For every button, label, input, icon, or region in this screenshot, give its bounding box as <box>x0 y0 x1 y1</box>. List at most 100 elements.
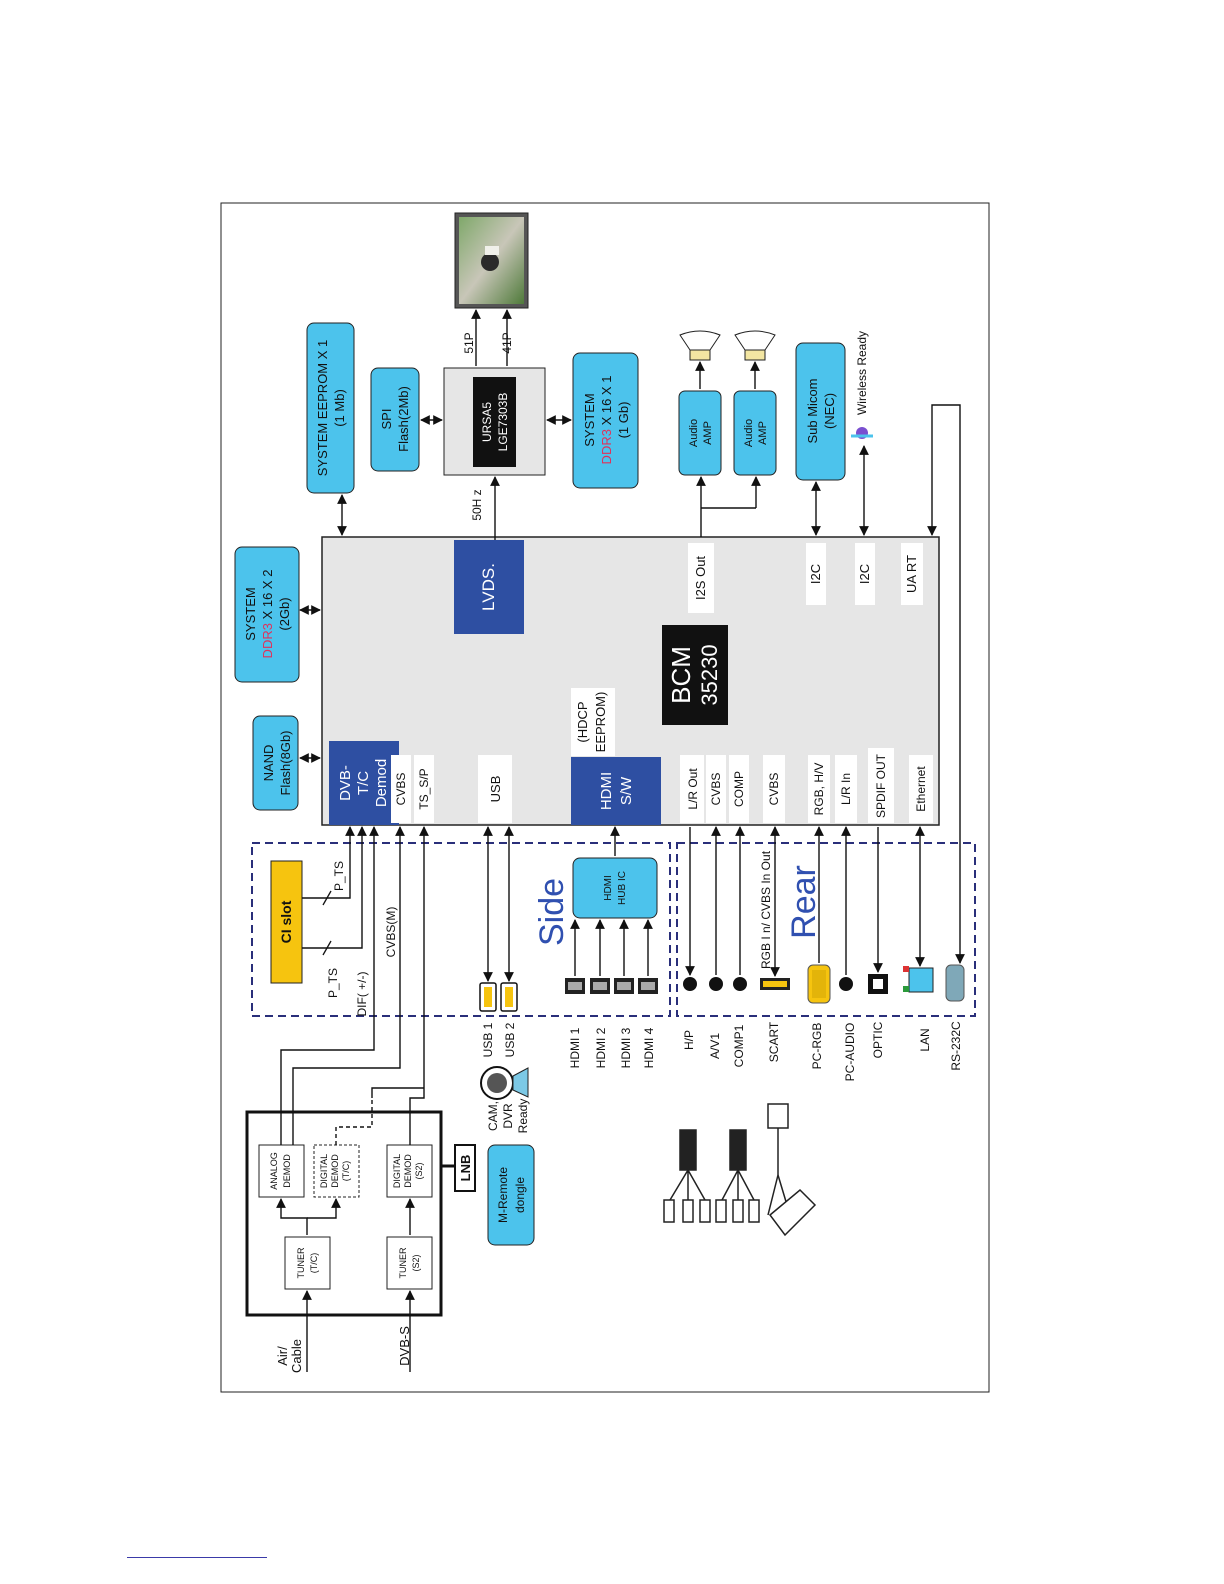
digital-demod-tc-line3: (T/C) <box>341 1161 351 1182</box>
hdmi-hub-line2: HUB IC <box>617 871 628 905</box>
dvb-demod-block <box>329 741 399 825</box>
spi-flash-line1: SPI <box>379 409 394 430</box>
hdmi-sw-line2: S/W <box>618 776 635 805</box>
ddr3-right-ddr: DDR3 <box>599 429 614 464</box>
tv-picture-figure-body <box>485 246 499 255</box>
m-remote-line2: dongle <box>513 1177 527 1213</box>
i2c-2-label: I2C <box>857 564 872 584</box>
air-cable-line1: Air/ <box>275 1346 290 1366</box>
pc-rgb-port-icon <box>807 964 831 1004</box>
hdmi-1-label: HDMI 1 <box>568 1027 582 1068</box>
hdmi-2-port-icon <box>590 978 610 994</box>
port-rgb-hv-label: RGB, H/V <box>812 763 826 816</box>
port-cvbs-demod-box <box>391 755 411 823</box>
audio-amp-1-line2: AMP <box>702 421 714 445</box>
port-lr-out-label: L/R Out <box>686 768 700 810</box>
hdmi-sw-block <box>571 757 661 825</box>
port-ts-sp-label: TS_S/P <box>417 768 431 809</box>
i2s-out-label: I2S Out <box>693 556 708 600</box>
i2c-1-box <box>806 543 826 605</box>
usb-2-port-icon <box>500 982 518 1012</box>
ci-slot-block <box>270 860 303 984</box>
audio-amp-2-line1: Audio <box>743 419 755 447</box>
hp-label: H/P <box>682 1030 696 1050</box>
uart-label: UA RT <box>904 555 919 593</box>
hdcp-line1: (HDCP <box>575 701 590 742</box>
i2c-2-box <box>855 543 875 605</box>
rear-title: Rear <box>785 865 823 939</box>
p-ts-label-2: P_TS <box>326 968 340 998</box>
nand-block <box>252 715 299 811</box>
port-usb-box <box>478 755 512 823</box>
port-lr-out-box <box>680 755 704 823</box>
m-remote-block <box>487 1144 535 1246</box>
lan-label: LAN <box>918 1028 932 1051</box>
scart-port-icon <box>760 978 790 990</box>
connection-lines <box>276 309 965 1372</box>
port-cvbs-2-label: CVBS <box>767 773 781 806</box>
tuner-s2-line2: (S2) <box>411 1254 421 1271</box>
hdmi-3-label: HDMI 3 <box>619 1027 633 1068</box>
hp-jack-icon <box>683 977 697 991</box>
soc-name-line1: BCM <box>666 646 696 704</box>
rs232c-label: RS-232C <box>949 1021 963 1071</box>
lvds-label: LVDS. <box>479 563 498 611</box>
tuner-s2-block <box>386 1236 433 1290</box>
port-comp-label: COMP <box>732 771 746 807</box>
lvds-block <box>454 540 524 634</box>
rs232c-port-icon <box>945 964 965 1002</box>
av1-label: A/V1 <box>708 1033 722 1059</box>
digital-demod-s2-line3: (S2) <box>414 1162 424 1179</box>
tv-picture-figure <box>481 253 499 271</box>
comp1-label: COMP1 <box>732 1024 746 1067</box>
lnb-label: LNB <box>458 1155 473 1182</box>
lnb-block <box>454 1144 476 1192</box>
port-cvbs-1-box <box>706 755 726 823</box>
digital-demod-s2-line2: DEMOD <box>403 1154 413 1188</box>
digital-demod-tc-line2: DEMOD <box>330 1154 340 1188</box>
ddr3-left-line3: (2Gb) <box>277 597 292 630</box>
digital-demod-s2-line1: DIGITAL <box>392 1154 402 1188</box>
sub-micom-line1: Sub Micom <box>805 378 820 443</box>
ddr3-right-line1: SYSTEM <box>582 393 597 446</box>
i2c-1-label: I2C <box>808 564 823 584</box>
cam-line3: Ready <box>516 1099 530 1134</box>
ddr3-right-line3: (1 Gb) <box>616 402 631 439</box>
p51-label: 51P <box>462 332 476 353</box>
port-ts-sp-box <box>414 755 434 823</box>
tuner-tc-line1: TUNER <box>296 1247 306 1278</box>
spi-flash-line2: Flash(2Mb) <box>396 386 411 452</box>
port-ethernet-label: Ethernet <box>914 766 928 812</box>
comp1-jack-icon <box>733 977 747 991</box>
rear-section <box>676 842 976 1017</box>
cvbs-m-label: CVBS(M) <box>384 907 398 958</box>
usb-1-port-icon <box>479 982 497 1012</box>
tuner-tc-line2: (T/C) <box>309 1253 319 1274</box>
port-cvbs-2-box <box>763 755 785 823</box>
digital-demod-tc-line1: DIGITAL <box>319 1154 329 1188</box>
ursa-line2: LGE7303B <box>496 393 510 452</box>
hdmi-hub-block <box>572 857 658 919</box>
hdmi-1-port-icon <box>565 978 585 994</box>
hdmi-3-port-icon <box>614 978 634 994</box>
system-eeprom-line1: SYSTEM EEPROM X 1 <box>315 340 330 477</box>
tuner-tc-block <box>284 1236 331 1290</box>
bus-tick-marks <box>322 890 332 956</box>
soc-name-box <box>662 625 728 725</box>
av1-jack-icon <box>709 977 723 991</box>
wireless-icon <box>851 427 873 439</box>
ddr3-left-ddr: DDR3 <box>260 623 275 658</box>
optic-port-icon <box>868 974 888 994</box>
analog-demod-line2: DEMOD <box>282 1154 292 1188</box>
tuner-enclosure <box>245 1110 443 1317</box>
spi-flash-block <box>370 367 420 472</box>
m-remote-line1: M-Remote <box>496 1167 510 1223</box>
dif-label: DIF( +/-) <box>355 972 369 1017</box>
outer-frame <box>220 202 990 1393</box>
speaker-2-icon <box>734 330 776 361</box>
analog-demod-block <box>258 1144 305 1198</box>
optic-label: OPTIC <box>871 1021 885 1058</box>
ddr3-right-block <box>572 352 639 489</box>
footer-rule <box>127 1557 267 1558</box>
